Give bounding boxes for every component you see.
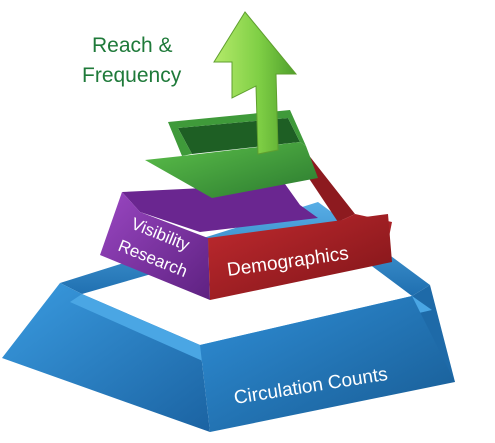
reach-rim <box>168 110 306 156</box>
circulation-front-face <box>200 296 455 432</box>
tier-reach-frequency: Reach & Frequency <box>82 11 318 198</box>
tier-middle: Visibility Research Demographics <box>100 144 392 300</box>
demographics-rim-back <box>300 144 355 222</box>
reach-label-line1: Reach & <box>92 34 173 57</box>
visibility-face <box>100 192 210 300</box>
reach-face <box>145 142 318 198</box>
growth-arrow-icon <box>213 11 298 155</box>
visibility-rim <box>122 184 318 232</box>
reach-label-line2: Frequency <box>82 64 182 87</box>
circulation-left-face <box>2 283 210 432</box>
demographics-face <box>208 214 392 300</box>
